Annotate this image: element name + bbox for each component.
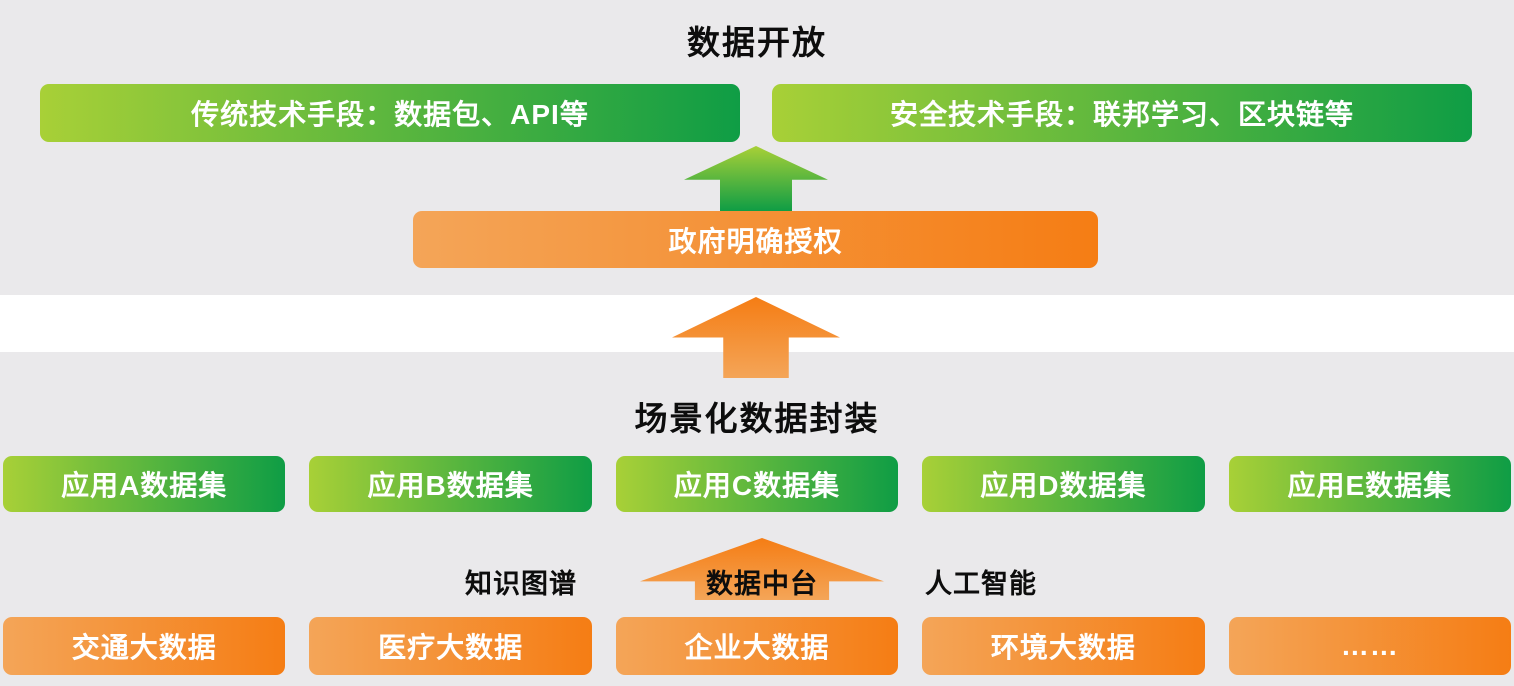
- source-bar-more: ……: [1228, 617, 1512, 675]
- dataset-bar-e: 应用E数据集: [1228, 456, 1512, 512]
- source-bar-row: 交通大数据 医疗大数据 企业大数据 环境大数据 ……: [3, 617, 1512, 675]
- source-bar-medical: 医疗大数据: [309, 617, 592, 675]
- label-knowledge-graph: 知识图谱: [465, 568, 577, 599]
- top-title: 数据开放: [687, 24, 827, 61]
- bottom-title: 场景化数据封装: [634, 400, 880, 437]
- source-bar-traffic: 交通大数据: [3, 617, 286, 675]
- label-artificial-intelligence: 人工智能: [925, 568, 1037, 599]
- dataset-bar-a: 应用A数据集: [3, 456, 286, 512]
- label-data-platform: 数据中台: [706, 568, 818, 599]
- dataset-bar-d: 应用D数据集: [922, 456, 1205, 512]
- dataset-bar-c: 应用C数据集: [615, 456, 899, 512]
- dataset-bar-b: 应用B数据集: [309, 456, 592, 512]
- method-bar-secure: 安全技术手段：联邦学习、区块链等: [772, 84, 1472, 142]
- dataset-bar-row: 应用A数据集 应用B数据集 应用C数据集 应用D数据集 应用E数据集: [3, 456, 1512, 512]
- method-bar-traditional: 传统技术手段：数据包、API等: [40, 84, 740, 142]
- source-bar-enterprise: 企业大数据: [615, 617, 899, 675]
- source-bar-environment: 环境大数据: [922, 617, 1205, 675]
- government-authorization-bar: 政府明确授权: [413, 211, 1098, 268]
